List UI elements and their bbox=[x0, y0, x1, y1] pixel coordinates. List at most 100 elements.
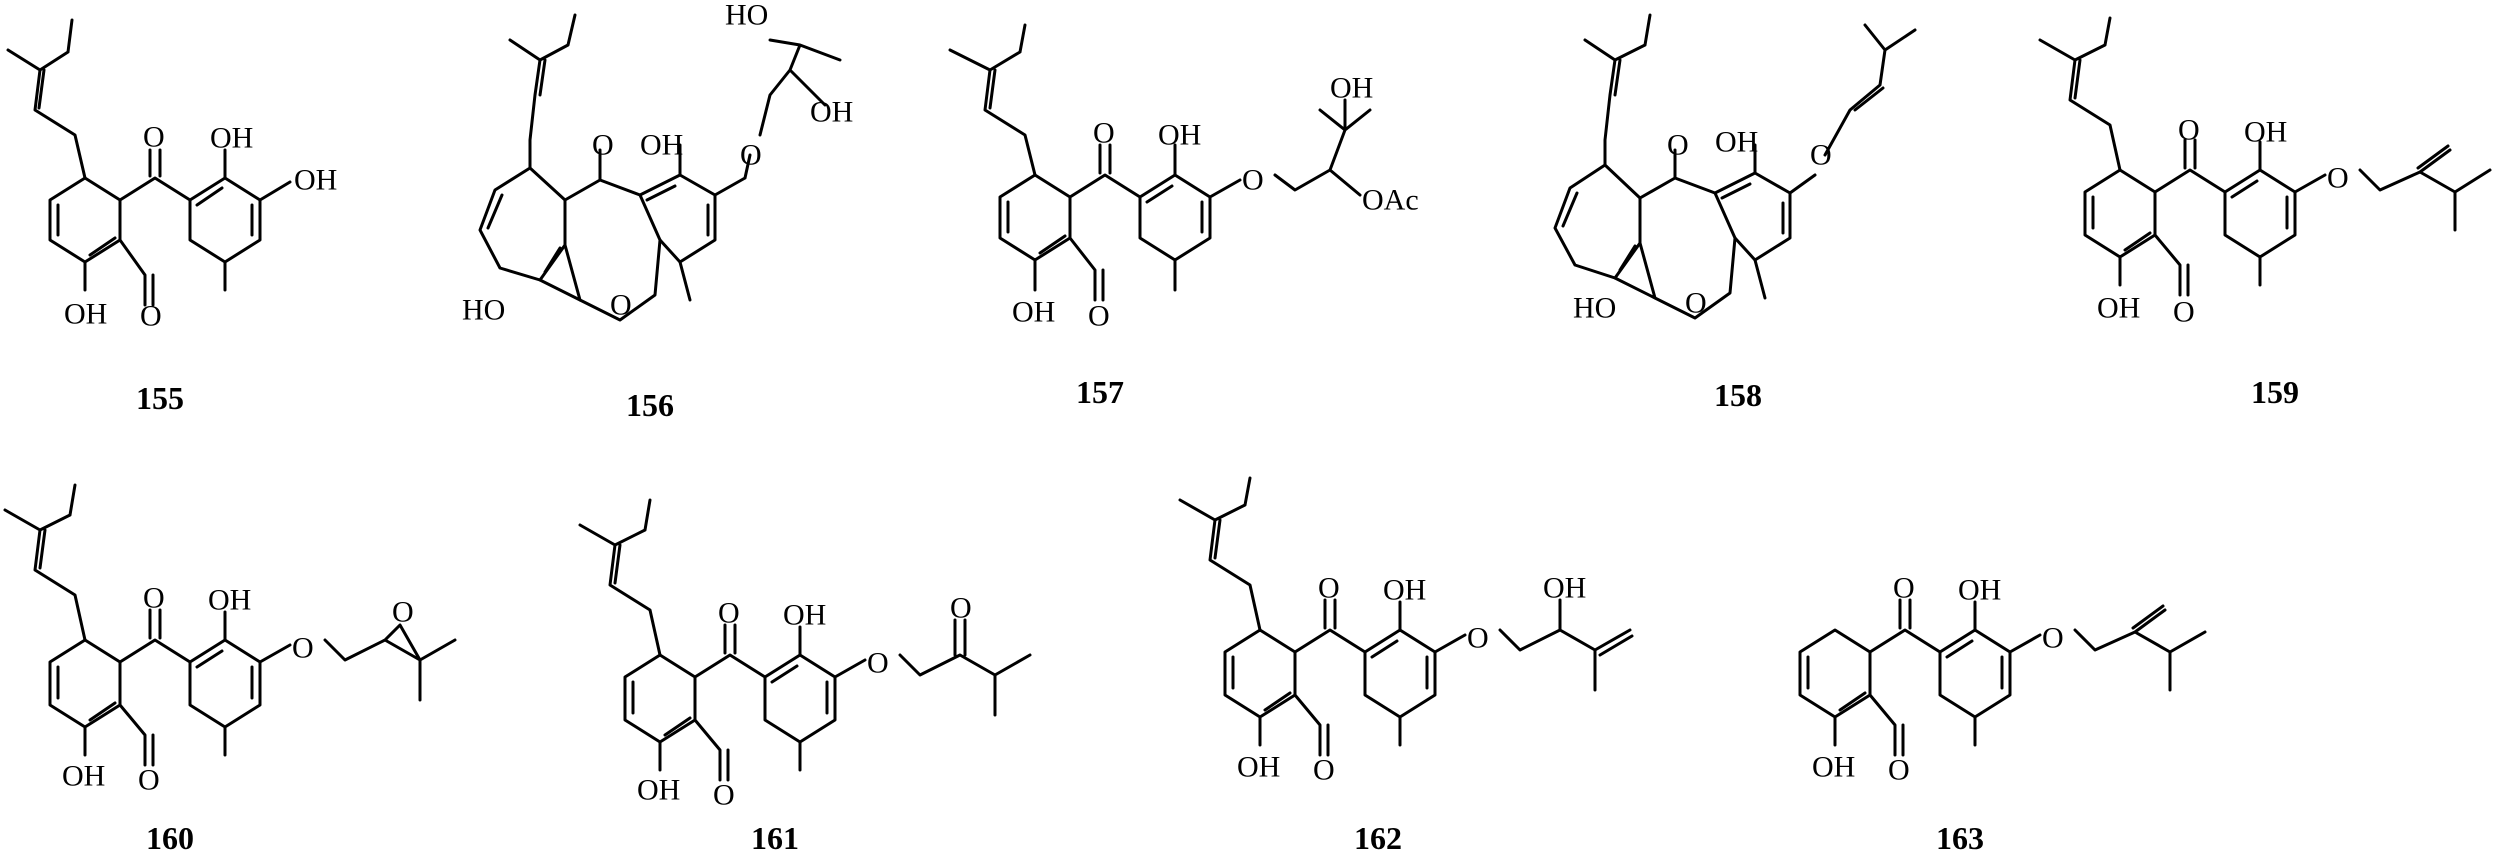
aldehyde-o-label: O bbox=[2173, 296, 2195, 329]
oh-label: OH bbox=[1012, 296, 1055, 329]
aldehyde-o-label: O bbox=[140, 300, 162, 333]
side-chain bbox=[658, 618, 1032, 782]
ether-o-label: O bbox=[1467, 622, 1489, 655]
structure-159: O OH O OH O 159 bbox=[2038, 16, 2492, 410]
ketone-o-label: O bbox=[718, 597, 740, 630]
aryl-ring-a bbox=[1223, 628, 1297, 719]
prenyl-chain bbox=[948, 23, 1037, 177]
aryl-ring-a bbox=[2083, 168, 2157, 259]
side-chain bbox=[1833, 600, 2207, 757]
oh-label: OH bbox=[62, 760, 105, 793]
oh-label: OH bbox=[1383, 574, 1426, 607]
side-chain bbox=[1033, 98, 1372, 302]
ketone-o-label: O bbox=[1318, 572, 1340, 605]
oh-label: OH bbox=[1158, 119, 1201, 152]
structure-157: O OH O OH OAc OH O 157 bbox=[948, 23, 1419, 410]
ketone-bridge bbox=[1068, 143, 1142, 199]
oh-label: OH bbox=[783, 599, 826, 632]
acetate-label: OAc bbox=[1362, 184, 1419, 217]
ketone-bridge bbox=[1293, 598, 1367, 654]
prenyl-chain bbox=[6, 18, 87, 180]
side-chain bbox=[2118, 140, 2492, 297]
oh-label: OH bbox=[810, 96, 853, 129]
oh-label: OH bbox=[1237, 751, 1280, 784]
side-chain bbox=[1753, 23, 1917, 300]
ether-o-label: O bbox=[1810, 139, 1832, 172]
ho-label: HO bbox=[725, 0, 768, 32]
compound-number: 159 bbox=[2251, 374, 2299, 410]
ether-o-label: O bbox=[2327, 162, 2349, 195]
oh-label: OH bbox=[294, 164, 337, 197]
structure-163: O OH O OH O 163 bbox=[1798, 572, 2207, 852]
structure-155: O OH OH OH O 155 bbox=[6, 18, 337, 416]
ketone-o-label: O bbox=[592, 129, 614, 162]
aryl-ring-b bbox=[638, 173, 717, 264]
aldehyde-o-label: O bbox=[1313, 754, 1335, 787]
oh-label: OH bbox=[2097, 292, 2140, 325]
substituent-bonds bbox=[83, 148, 292, 307]
side-chain bbox=[1258, 598, 1634, 757]
oxepin-bridge bbox=[563, 148, 662, 322]
aryl-ring-a bbox=[48, 638, 122, 729]
structure-158: O OH O O HO 158 bbox=[1553, 13, 1917, 413]
aldehyde-o-label: O bbox=[1888, 754, 1910, 787]
ho-label: HO bbox=[462, 294, 505, 327]
compound-number: 163 bbox=[1936, 820, 1984, 852]
prenyl-chain bbox=[508, 13, 577, 170]
ketone-o-label: O bbox=[1667, 129, 1689, 162]
oh-label: OH bbox=[210, 122, 253, 155]
aryl-ring-b bbox=[763, 653, 837, 744]
ring-o-label: O bbox=[1685, 287, 1707, 320]
structure-156: O OH O O HO HO OH 156 bbox=[462, 0, 853, 423]
aryl-ring-b bbox=[188, 176, 262, 264]
aryl-ring-b bbox=[1363, 628, 1437, 719]
aryl-ring-b bbox=[1138, 173, 1212, 262]
prenyl-chain bbox=[578, 498, 662, 657]
oh-label: OH bbox=[1812, 751, 1855, 784]
oh-label: OH bbox=[208, 584, 251, 617]
oxepin-bridge bbox=[1613, 148, 1737, 320]
ketone-o-label: O bbox=[1093, 117, 1115, 150]
ether-o-label: O bbox=[867, 647, 889, 680]
compound-number: 155 bbox=[136, 380, 184, 416]
prenyl-chain bbox=[1178, 476, 1262, 632]
ketone-o-label: O bbox=[2178, 114, 2200, 147]
ketone-o-label: O bbox=[143, 582, 165, 615]
aryl-ring-a bbox=[623, 653, 697, 744]
oh-label: OH bbox=[1543, 572, 1586, 605]
ether-o-label: O bbox=[1242, 164, 1264, 197]
side-chain bbox=[83, 610, 457, 767]
structure-160: O OH O O OH O 160 bbox=[3, 483, 457, 852]
oh-label: OH bbox=[1715, 126, 1758, 159]
ring-o-label: O bbox=[610, 289, 632, 322]
ether-o-label: O bbox=[740, 139, 762, 172]
structure-161: O OH O O OH O 161 bbox=[578, 498, 1032, 852]
aryl-ring-b bbox=[188, 638, 262, 729]
aryl-ring-a bbox=[1553, 163, 1642, 280]
oh-label: OH bbox=[640, 129, 683, 162]
aryl-ring-a bbox=[1798, 628, 1872, 719]
ketone-bridge bbox=[118, 608, 192, 664]
ketone-o-label: O bbox=[950, 592, 972, 625]
oh-label: OH bbox=[1330, 72, 1373, 105]
aldehyde-o-label: O bbox=[138, 764, 160, 797]
compound-number: 162 bbox=[1354, 820, 1402, 852]
aryl-ring-b bbox=[1938, 628, 2012, 719]
aryl-ring-b bbox=[1713, 171, 1792, 262]
compound-number: 160 bbox=[146, 820, 194, 852]
ketone-bridge bbox=[118, 148, 192, 202]
structure-162: O OH O OH OH O 162 bbox=[1178, 476, 1634, 852]
compound-number: 157 bbox=[1076, 374, 1124, 410]
ether-o-label: O bbox=[292, 632, 314, 665]
compound-number: 161 bbox=[751, 820, 799, 852]
ketone-bridge bbox=[1868, 598, 1942, 654]
oh-label: OH bbox=[2244, 116, 2287, 149]
prenyl-chain bbox=[3, 483, 87, 642]
ether-o-label: O bbox=[2042, 622, 2064, 655]
aldehyde-o-label: O bbox=[1088, 300, 1110, 333]
ketone-bridge bbox=[2153, 138, 2227, 194]
ketone-o-label: O bbox=[1893, 572, 1915, 605]
prenyl-chain bbox=[2038, 16, 2122, 172]
oh-label: OH bbox=[64, 298, 107, 331]
